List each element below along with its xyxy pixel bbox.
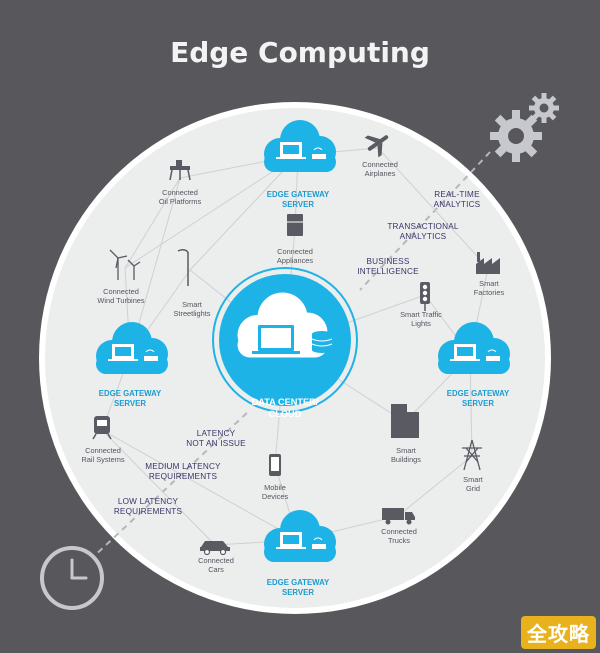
gateway-bottom-line1: EDGE GATEWAY	[266, 578, 330, 587]
grid-line1: Smart	[463, 475, 483, 484]
gateway-right-line2: SERVER	[462, 399, 494, 408]
tier-business-intelligence: BUSINESS INTELLIGENCE	[357, 257, 419, 277]
label-mobile-devices: Mobile Devices	[262, 483, 288, 501]
rail-systems-line2: Rail Systems	[81, 455, 125, 464]
tier-medium-latency: MEDIUM LATENCY REQUIREMENTS	[145, 462, 220, 482]
label-cars: Connected Cars	[198, 556, 234, 574]
label-trucks: Connected Trucks	[381, 527, 417, 545]
appliances-line2: Appliances	[276, 256, 314, 265]
cars-line2: Cars	[208, 565, 224, 574]
label-factories: Smart Factories	[474, 279, 504, 297]
label-buildings: Smart Buildings	[391, 446, 421, 464]
tier-transactional-analytics: TRANSACTIONAL ANALYTICS	[387, 222, 458, 242]
watermark-logo: 全攻略	[521, 616, 596, 649]
buildings-line1: Smart	[396, 446, 416, 455]
low-latency-line1: LOW LATENCY	[117, 497, 179, 506]
mobile-devices-line1: Mobile	[264, 483, 286, 492]
label-airplanes: Connected Airplanes	[362, 160, 398, 178]
gateway-cloud-left	[96, 322, 168, 374]
mobile-device-icon	[269, 454, 281, 476]
transactional-line1: TRANSACTIONAL	[387, 222, 459, 231]
grid-tower-icon	[462, 439, 482, 471]
label-rail-systems: Connected Rail Systems	[81, 446, 124, 464]
gateway-left-line1: EDGE GATEWAY	[98, 389, 162, 398]
airplanes-line1: Connected	[362, 160, 398, 169]
gateway-cloud-top	[264, 120, 336, 172]
cars-line1: Connected	[198, 556, 234, 565]
rail-icon	[92, 416, 112, 440]
label-appliances: Connected Appliances	[277, 247, 313, 265]
data-center-cloud	[212, 267, 358, 413]
real-time-line2: ANALYTICS	[433, 200, 481, 209]
traffic-lights-line2: Lights	[411, 319, 431, 328]
gateway-right-line1: EDGE GATEWAY	[446, 389, 510, 398]
gateway-top-line1: EDGE GATEWAY	[266, 190, 330, 199]
airplane-icon	[364, 135, 389, 158]
tier-latency-not-issue: LATENCY NOT AN ISSUE	[186, 429, 246, 449]
gateway-bottom-line2: SERVER	[282, 588, 314, 597]
gateway-cloud-right	[438, 322, 510, 374]
gateway-left-line2: SERVER	[114, 399, 146, 408]
factories-line1: Smart	[479, 279, 499, 288]
truck-icon	[382, 508, 415, 525]
latency-arrow	[89, 409, 251, 561]
wind-turbines-line1: Connected	[103, 287, 139, 296]
label-streetlights: Smart Streetlights	[174, 300, 211, 318]
buildings-line2: Buildings	[391, 455, 421, 464]
factories-line2: Factories	[473, 288, 505, 297]
transactional-line2: ANALYTICS	[399, 232, 447, 241]
clock-icon	[40, 546, 104, 610]
label-wind-turbines: Connected Wind Turbines	[97, 287, 144, 305]
wind-turbine-icon	[109, 249, 141, 280]
factory-icon	[476, 252, 500, 274]
building-icon	[391, 404, 419, 438]
gateway-cloud-bottom	[264, 510, 336, 562]
tier-real-time-analytics: REAL-TIME ANALYTICS	[434, 190, 481, 210]
oil-platform-icon	[169, 160, 191, 181]
oil-platforms-line1: Connected	[162, 188, 198, 197]
latency-not-issue-line1: LATENCY	[196, 429, 236, 438]
airplanes-line2: Airplanes	[364, 169, 396, 178]
gateway-label-left: EDGE GATEWAY SERVER	[99, 389, 161, 409]
medium-latency-line1: MEDIUM LATENCY	[145, 462, 221, 471]
gateway-label-top: EDGE GATEWAY SERVER	[267, 190, 329, 210]
streetlights-line1: Smart	[182, 300, 202, 309]
business-line2: INTELLIGENCE	[357, 267, 419, 276]
data-center-line1: DATA CENTER/	[251, 397, 319, 407]
appliance-icon	[287, 214, 303, 236]
label-oil-platforms: Connected Oil Platforms	[159, 188, 201, 206]
gear-icon	[490, 93, 559, 162]
label-grid: Smart Grid	[463, 475, 483, 493]
data-center-line2: CLOUD	[268, 409, 302, 419]
gateway-label-bottom: EDGE GATEWAY SERVER	[267, 578, 329, 598]
real-time-line1: REAL-TIME	[434, 190, 480, 199]
mobile-devices-line2: Devices	[261, 492, 289, 501]
streetlights-line2: Streetlights	[173, 309, 211, 318]
latency-not-issue-line2: NOT AN ISSUE	[186, 439, 246, 448]
trucks-line2: Trucks	[388, 536, 410, 545]
page-title: Edge Computing	[170, 36, 430, 69]
data-center-label: DATA CENTER/ CLOUD	[252, 396, 319, 420]
grid-line2: Grid	[466, 484, 480, 493]
car-icon	[200, 541, 230, 556]
traffic-lights-line1: Smart Traffic	[400, 310, 442, 319]
trucks-line1: Connected	[381, 527, 417, 536]
traffic-light-icon	[420, 282, 430, 311]
analytics-arrow	[359, 151, 491, 291]
tier-low-latency: LOW LATENCY REQUIREMENTS	[114, 497, 182, 517]
gateway-top-line2: SERVER	[282, 200, 314, 209]
appliances-line1: Connected	[277, 247, 313, 256]
label-traffic-lights: Smart Traffic Lights	[400, 310, 442, 328]
wind-turbines-line2: Wind Turbines	[97, 296, 145, 305]
gateway-label-right: EDGE GATEWAY SERVER	[447, 389, 509, 409]
low-latency-line2: REQUIREMENTS	[113, 507, 183, 516]
streetlight-icon	[177, 248, 189, 286]
medium-latency-line2: REQUIREMENTS	[148, 472, 218, 481]
rail-systems-line1: Connected	[85, 446, 121, 455]
business-line1: BUSINESS	[366, 257, 410, 266]
oil-platforms-line2: Oil Platforms	[158, 197, 202, 206]
